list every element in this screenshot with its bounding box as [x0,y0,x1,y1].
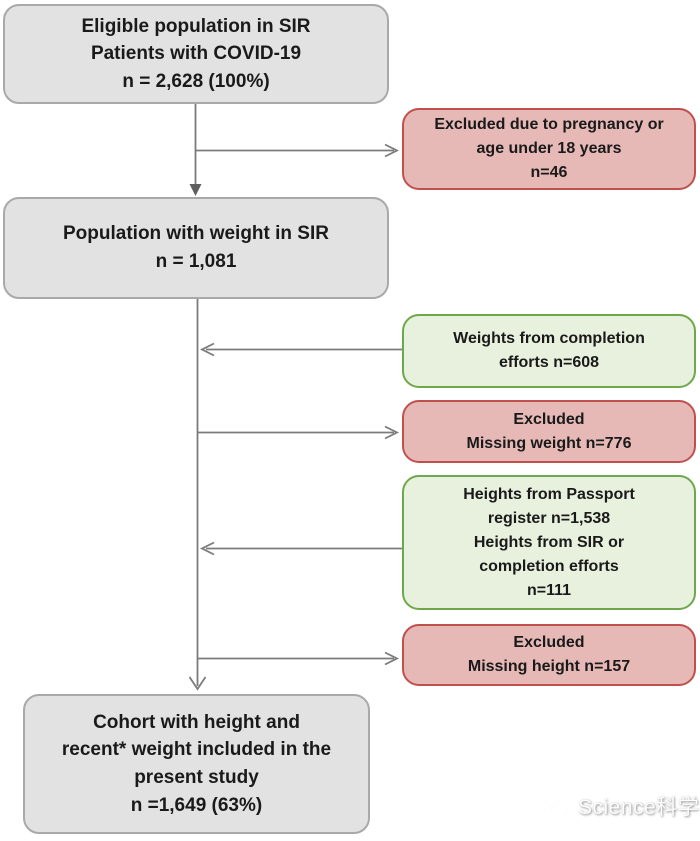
arrowhead-right-open [384,651,400,666]
science-logo-icon [541,792,573,820]
arrowhead-left-open [199,541,215,556]
node-excluded-missing-height: Excluded Missing height n=157 [402,624,696,686]
watermark: Science科学 [541,791,699,821]
arrowhead-down-filled [189,184,202,196]
node-excluded-missing-weight: Excluded Missing weight n=776 [402,400,696,463]
arrowhead-right-open [384,143,400,158]
arrowhead-left-open [199,342,215,357]
node-excluded-pregnancy-age: Excluded due to pregnancy or age under 1… [402,108,696,190]
node-final-cohort: Cohort with height and recent* weight in… [23,694,370,834]
node-eligible-population: Eligible population in SIR Patients with… [3,4,389,104]
node-population-with-weight: Population with weight in SIR n = 1,081 [3,197,389,299]
watermark-label: Science科学 [578,796,700,819]
arrowhead-right-open [384,425,400,440]
node-heights-sources: Heights from Passport register n=1,538 H… [402,475,696,610]
arrowhead-down-open [188,676,207,691]
node-weights-from-completion: Weights from completion efforts n=608 [402,314,696,388]
